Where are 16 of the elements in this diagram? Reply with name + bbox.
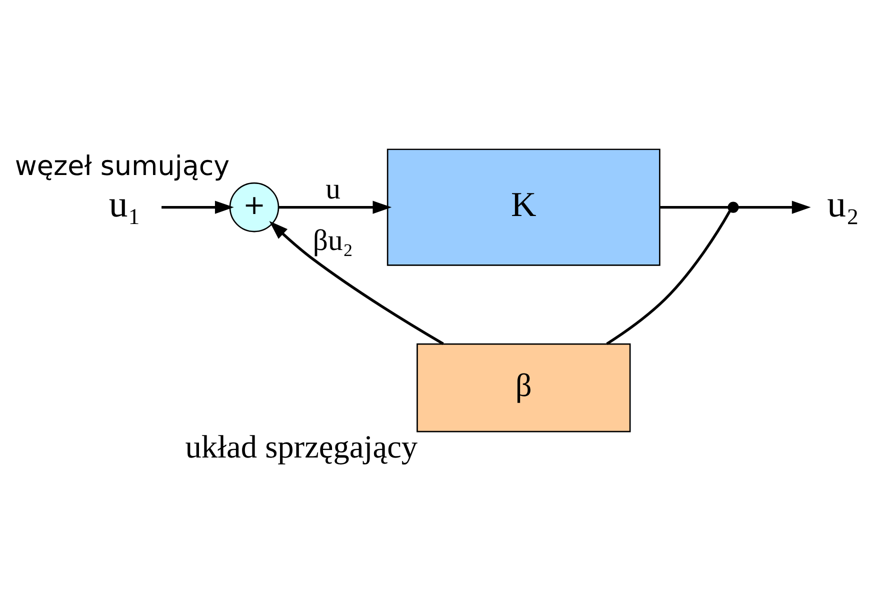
arrow (278, 200, 392, 214)
node-box: β (416, 342, 631, 432)
node-text: u₂ (827, 183, 860, 226)
node-label: węzeł sumujący (14, 150, 230, 182)
connector (660, 205, 728, 208)
node-box: K (386, 148, 660, 266)
arrow (738, 200, 811, 214)
arrow (269, 220, 444, 344)
node-circle (728, 201, 739, 212)
edge-label: βu₂ (312, 224, 354, 256)
node-label: układ sprzęgający (185, 428, 418, 464)
edge-label: u (326, 173, 340, 206)
node-circle: + (229, 182, 280, 232)
arrow (162, 200, 234, 214)
connector (606, 210, 731, 345)
node-text: u₁ (108, 183, 141, 226)
